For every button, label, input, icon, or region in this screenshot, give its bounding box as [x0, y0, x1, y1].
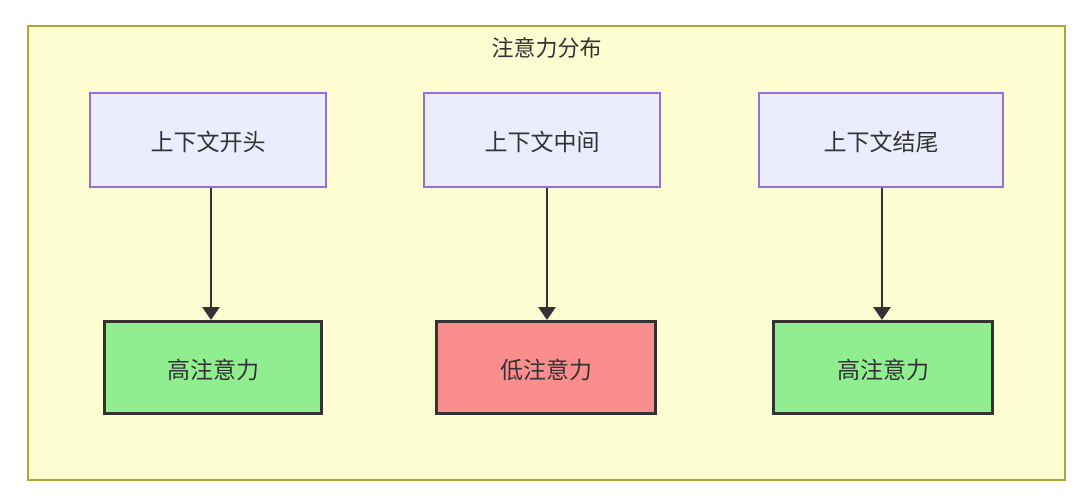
node-low-attention-label: 低注意力	[500, 356, 592, 383]
node-context-middle-label: 上下文中间	[484, 129, 600, 155]
arrow-end-to-high	[873, 188, 891, 320]
arrow-start-to-high	[202, 188, 220, 320]
arrow-line	[546, 188, 548, 308]
node-context-start-label: 上下文开头	[150, 129, 266, 155]
node-context-end-label: 上下文结尾	[823, 129, 939, 155]
arrow-head-icon	[538, 307, 556, 320]
node-high-attention-right-label: 高注意力	[837, 356, 929, 383]
arrow-line	[881, 188, 883, 308]
node-high-attention-right: 高注意力	[772, 320, 994, 415]
node-high-attention-left: 高注意力	[103, 320, 323, 415]
arrow-head-icon	[202, 307, 220, 320]
node-context-middle: 上下文中间	[423, 92, 661, 188]
node-context-end: 上下文结尾	[758, 92, 1004, 188]
node-context-start: 上下文开头	[89, 92, 327, 188]
arrow-middle-to-low	[538, 188, 556, 320]
node-high-attention-left-label: 高注意力	[167, 356, 259, 383]
diagram-title: 注意力分布	[491, 36, 602, 61]
arrow-head-icon	[873, 307, 891, 320]
node-low-attention: 低注意力	[435, 320, 657, 415]
arrow-line	[210, 188, 212, 308]
